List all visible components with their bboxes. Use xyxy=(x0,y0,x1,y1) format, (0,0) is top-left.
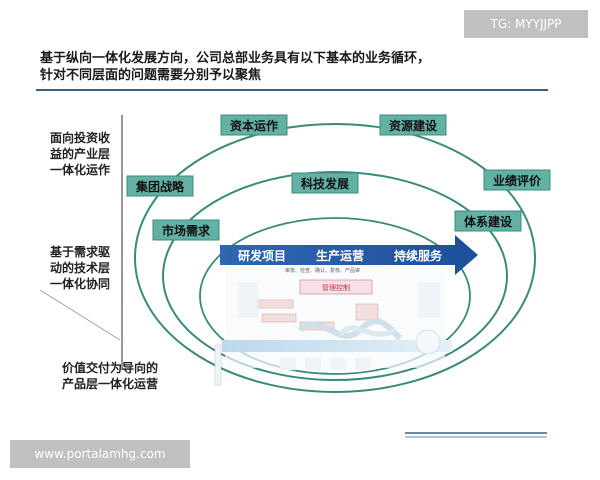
heading-line-2: 针对不同层面的问题需要分别予以聚焦 xyxy=(40,68,262,83)
detail-column-1 xyxy=(238,282,258,318)
detail-footer-4 xyxy=(355,358,371,370)
side-label-investment-line: 益的产业层 xyxy=(50,147,111,161)
ring-box-group-strategy: 集团战略 xyxy=(126,175,194,197)
lotus-circle xyxy=(415,329,441,355)
ring-box-performance-evaluation-label: 业绩评价 xyxy=(493,173,542,188)
detail-tag-1 xyxy=(254,299,294,309)
detail-footer-2 xyxy=(305,358,321,370)
management-control-box xyxy=(299,279,373,295)
side-label-investment-line: 一体化运作 xyxy=(50,163,111,177)
ring-box-market-demand: 市场需求 xyxy=(152,219,220,241)
detail-footer-3 xyxy=(330,358,346,370)
ring-box-group-strategy-label: 集团战略 xyxy=(135,179,185,194)
side-label-investment: 面向投资收 益的产业层 一体化运作 xyxy=(50,130,130,178)
ring-box-capital-operation-label: 资本运作 xyxy=(230,118,278,133)
watermark-tg: TG: MYYJJPP xyxy=(464,10,588,38)
detail-footer-1 xyxy=(280,358,296,370)
side-label-product: 价值交付为导向的 产品层一体化运营 xyxy=(62,360,192,392)
side-label-investment-line: 面向投资收 xyxy=(50,131,111,145)
flow-swirl-2 xyxy=(338,325,397,337)
inner-small-text: 审批、检查、确认、复核、产品审 xyxy=(285,267,360,274)
side-label-technology-line: 动的技术层 xyxy=(50,261,111,275)
arrow-label-service: 持续服务 xyxy=(394,248,443,263)
inner-detail: 管理控制 审批、检查、确认、复核、产品审 xyxy=(214,258,452,386)
inner-ribbon xyxy=(222,340,452,352)
arrow-label-production: 生产运营 xyxy=(316,248,364,263)
flow-swirl-1 xyxy=(297,318,403,341)
side-label-technology: 基于需求驱 动的技术层 一体化协同 xyxy=(50,244,130,292)
ring-box-capital-operation: 资本运作 xyxy=(220,114,288,136)
outer-ring xyxy=(134,123,536,393)
detail-column-2 xyxy=(418,282,440,318)
page-heading: 基于纵向一体化发展方向，公司总部业务具有以下基本的业务循环， 针对不同层面的问题… xyxy=(40,50,560,84)
side-label-product-line: 价值交付为导向的 xyxy=(62,361,159,375)
ring-box-performance-evaluation: 业绩评价 xyxy=(483,169,551,191)
ring-box-resource-building: 资源建设 xyxy=(379,114,447,136)
side-label-technology-line: 基于需求驱 xyxy=(50,245,111,259)
ring-box-system-building: 体系建设 xyxy=(454,210,522,232)
ring-box-resource-building-label: 资源建设 xyxy=(389,118,438,133)
ring-box-system-building-label: 体系建设 xyxy=(464,214,513,229)
arrow-label-rd: 研发项目 xyxy=(238,248,286,263)
middle-ring xyxy=(162,171,508,381)
detail-tag-4 xyxy=(355,303,379,321)
ring-box-tech-development: 科技发展 xyxy=(291,172,359,194)
ring-box-tech-development-label: 科技发展 xyxy=(301,176,349,191)
management-control-label: 管理控制 xyxy=(322,283,350,292)
process-arrow: 研发项目 生产运营 持续服务 xyxy=(220,235,478,275)
side-label-product-line: 产品层一体化运营 xyxy=(62,377,159,391)
small-vertical-bar xyxy=(214,344,222,386)
inner-ring xyxy=(199,217,471,375)
side-label-technology-line: 一体化协同 xyxy=(50,277,111,291)
process-arrow-shape xyxy=(220,235,478,275)
ring-box-market-demand-label: 市场需求 xyxy=(162,223,211,238)
heading-line-1: 基于纵向一体化发展方向，公司总部业务具有以下基本的业务循环， xyxy=(40,51,431,66)
watermark-url: www.portalamhg.com xyxy=(10,440,190,468)
detail-tag-2 xyxy=(261,313,297,323)
pointer-line xyxy=(39,289,121,341)
